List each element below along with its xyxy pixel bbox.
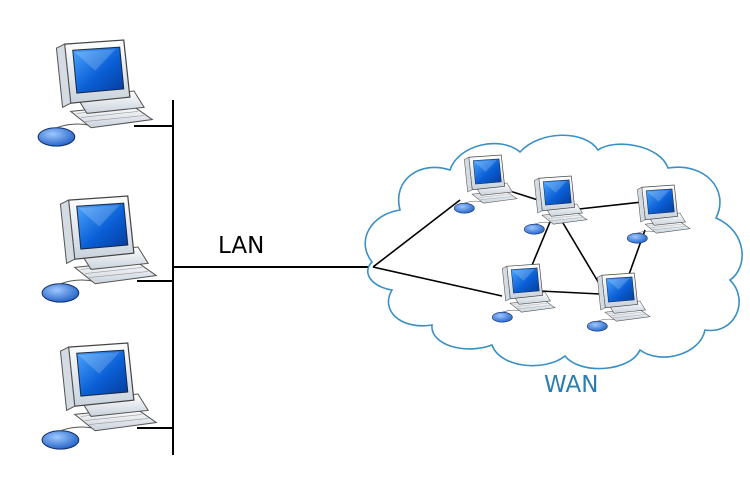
lan-computer-2	[41, 195, 157, 303]
wan-links	[372, 185, 646, 297]
lan-bus	[134, 100, 373, 455]
cloud-icon	[364, 134, 743, 370]
lan-label: LAN	[218, 233, 265, 259]
wan-label: WAN	[544, 372, 599, 398]
lan-computer-1	[37, 39, 153, 147]
lan-computer-3	[41, 342, 157, 450]
